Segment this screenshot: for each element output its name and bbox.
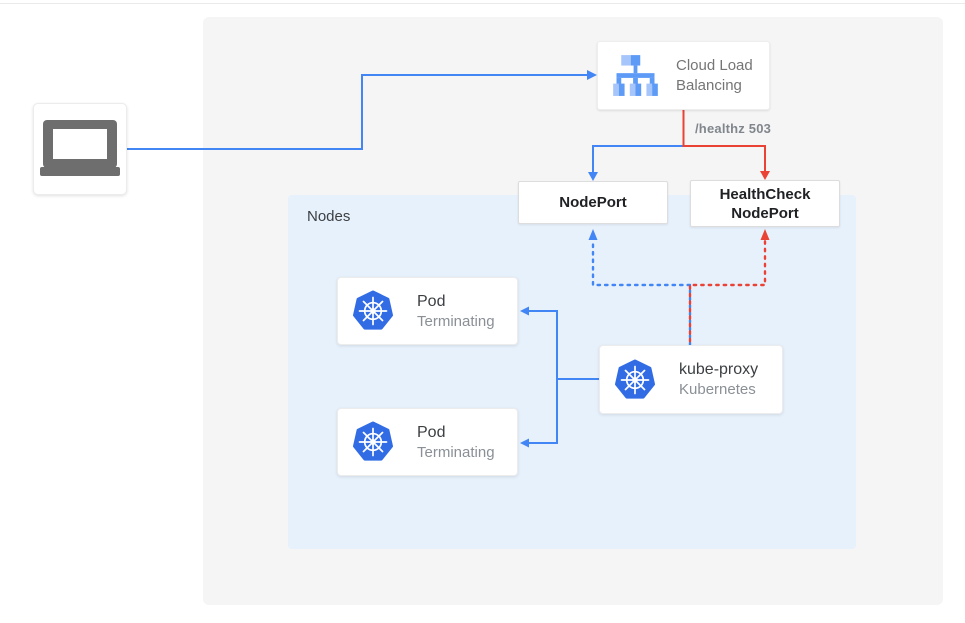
pod-node-1: Pod Terminating bbox=[337, 277, 518, 345]
healthcheck-nodeport-node: HealthCheck NodePort bbox=[690, 180, 840, 227]
nodeport-node: NodePort bbox=[518, 181, 668, 224]
kube-proxy-text: kube-proxy Kubernetes bbox=[679, 361, 758, 398]
pod-status: Terminating bbox=[417, 312, 495, 330]
laptop-icon bbox=[40, 120, 120, 176]
pod-text: Pod Terminating bbox=[417, 424, 495, 461]
cloud-load-balancing-node: Cloud Load Balancing bbox=[597, 41, 770, 110]
healthz-503-label: /healthz 503 bbox=[695, 121, 772, 136]
top-divider bbox=[0, 3, 965, 4]
kubernetes-icon bbox=[353, 421, 393, 461]
healthcheck-nodeport-label: HealthCheck NodePort bbox=[719, 185, 811, 222]
pod-status: Terminating bbox=[417, 443, 495, 461]
cloud-load-balancing-label: Cloud Load Balancing bbox=[676, 56, 753, 94]
kubernetes-icon bbox=[353, 290, 393, 330]
pod-title: Pod bbox=[417, 423, 446, 441]
nodes-label: Nodes bbox=[307, 208, 351, 225]
client-node bbox=[33, 103, 127, 195]
nodeport-label: NodePort bbox=[559, 194, 627, 211]
kube-proxy-subtitle: Kubernetes bbox=[679, 381, 756, 398]
pod-text: Pod Terminating bbox=[417, 293, 495, 330]
pod-node-2: Pod Terminating bbox=[337, 408, 518, 476]
kube-proxy-title: kube-proxy bbox=[679, 361, 759, 378]
kube-proxy-node: kube-proxy Kubernetes bbox=[599, 345, 783, 414]
kubernetes-icon bbox=[615, 359, 655, 399]
cloud-load-balancing-icon bbox=[613, 54, 658, 96]
pod-title: Pod bbox=[417, 292, 446, 310]
